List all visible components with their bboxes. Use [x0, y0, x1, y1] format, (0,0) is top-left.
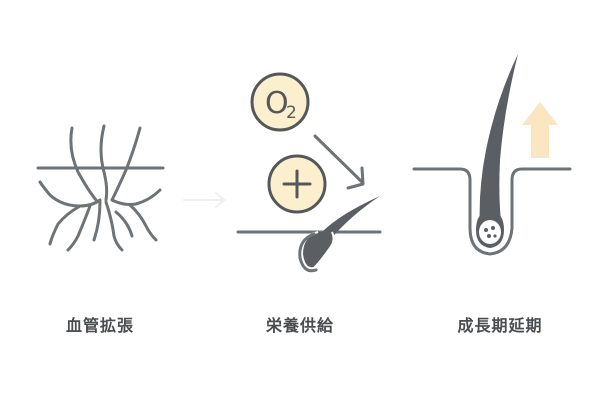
- caption-growth-extension: 成長期延期: [457, 316, 543, 335]
- step-growth-extension: 成長期延期: [400, 0, 600, 400]
- oxygen-subscript: 2: [286, 103, 297, 123]
- connector-arrow-icon: [183, 192, 226, 208]
- growth-up-arrow-icon: [522, 102, 558, 158]
- growth-extension-icon: [412, 54, 572, 256]
- flow-arrow-icon: [313, 134, 365, 190]
- oxygen-bubble-icon: O 2: [250, 72, 310, 132]
- oxygen-symbol: O: [265, 86, 289, 121]
- svg-text:2: 2: [286, 103, 297, 123]
- nutrient-plus-bubble-icon: [267, 154, 327, 214]
- caption-vessel-dilation: 血管拡張: [65, 316, 134, 335]
- nutrient-supply-icon: O 2: [236, 72, 382, 273]
- step-vessel-dilation: 血管拡張: [0, 0, 200, 400]
- svg-text:O: O: [265, 86, 289, 121]
- step-nutrient-supply: O 2 栄養供給: [200, 0, 400, 400]
- vessel-dilation-icon: [36, 124, 165, 252]
- caption-nutrient-supply: 栄養供給: [265, 316, 334, 335]
